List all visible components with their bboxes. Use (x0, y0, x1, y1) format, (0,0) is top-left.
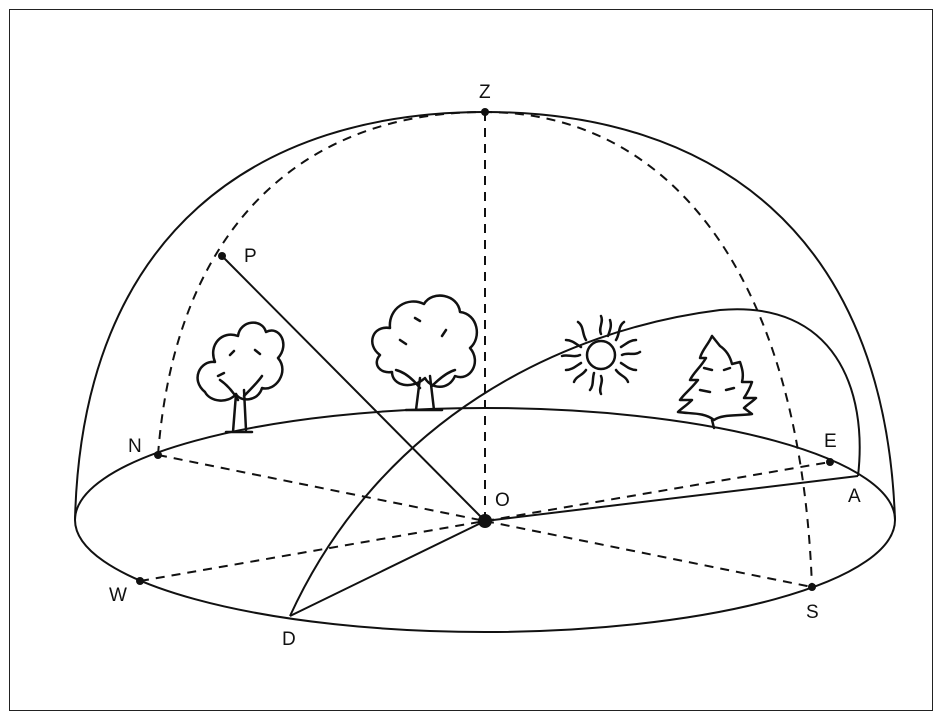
line-o-d (290, 521, 485, 616)
point-s (808, 583, 816, 591)
label-n: N (128, 436, 142, 457)
label-z: Z (479, 82, 491, 103)
line-n-o (158, 455, 485, 521)
point-e (826, 458, 834, 466)
point-n (154, 451, 162, 459)
line-o-s (485, 521, 812, 587)
tree-icon (198, 323, 284, 432)
point-o (478, 514, 492, 528)
point-w (136, 577, 144, 585)
label-a: A (848, 486, 861, 507)
line-o-a (485, 476, 858, 521)
label-d: D (282, 629, 296, 650)
dome-outline (75, 112, 895, 520)
label-p: P (244, 246, 257, 267)
label-s: S (806, 602, 819, 623)
tree-icon (372, 296, 477, 410)
point-p (218, 252, 226, 260)
line-o-e (485, 462, 830, 521)
label-w: W (109, 585, 127, 606)
pine-tree-icon (678, 336, 756, 428)
point-z (481, 108, 489, 116)
label-e: E (824, 431, 837, 452)
sun-icon (562, 316, 640, 394)
label-o: O (495, 490, 510, 511)
